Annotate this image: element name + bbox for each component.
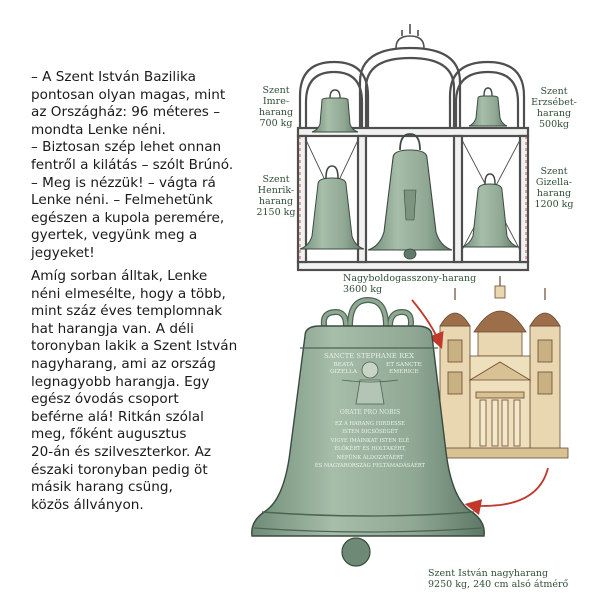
bell-szent-erzsebet <box>468 87 508 127</box>
bell-nagyboldogasszony <box>367 133 453 260</box>
bell-szent-gizella <box>461 173 519 248</box>
story-paragraph-2: Amíg sorban álltak, Lenke néni elmesélte… <box>31 268 238 513</box>
bell-inscription-body: EZ A HARANG HIRDESSE ISTEN DICSŐSÉGÉT VI… <box>314 421 426 470</box>
label-nagyboldogasszony-harang: Nagyboldogasszony-harang 3600 kg <box>343 273 477 295</box>
bell-inscription-top: SANCTE STEPHANE REX <box>324 352 414 360</box>
label-szent-henrik-harang: Szent Henrik- harang 2150 kg <box>256 174 296 218</box>
bell-inscription-right: ET SANCTE EMERICE <box>386 362 422 375</box>
bell-szent-imre <box>311 89 359 133</box>
arrow-to-great-bell <box>464 467 549 516</box>
bell-frame <box>296 24 530 272</box>
label-szent-gizella-harang: Szent Gizella- harang 1200 kg <box>534 166 574 210</box>
basilica-illustration <box>431 276 569 459</box>
bell-inscription-left: BEATA GIZELLA <box>330 362 358 375</box>
bell-szent-henrik <box>299 165 365 250</box>
great-bell-szent-istvan: SANCTE STEPHANE REX ORATE PRO NOBIS <box>251 296 485 567</box>
label-szent-istvan-nagyharang: Szent István nagyharang 9250 kg, 240 cm … <box>428 568 569 590</box>
bell-inscription-orate: ORATE PRO NOBIS <box>340 409 400 416</box>
label-szent-imre-harang: Szent Imre- harang 700 kg <box>258 85 294 129</box>
story-paragraph-1: – A Szent István Bazilika pontosan olyan… <box>31 69 234 261</box>
arrow-to-basilica <box>411 299 444 350</box>
label-szent-erzsebet-harang: Szent Erzsébet- harang 500kg <box>531 86 577 130</box>
